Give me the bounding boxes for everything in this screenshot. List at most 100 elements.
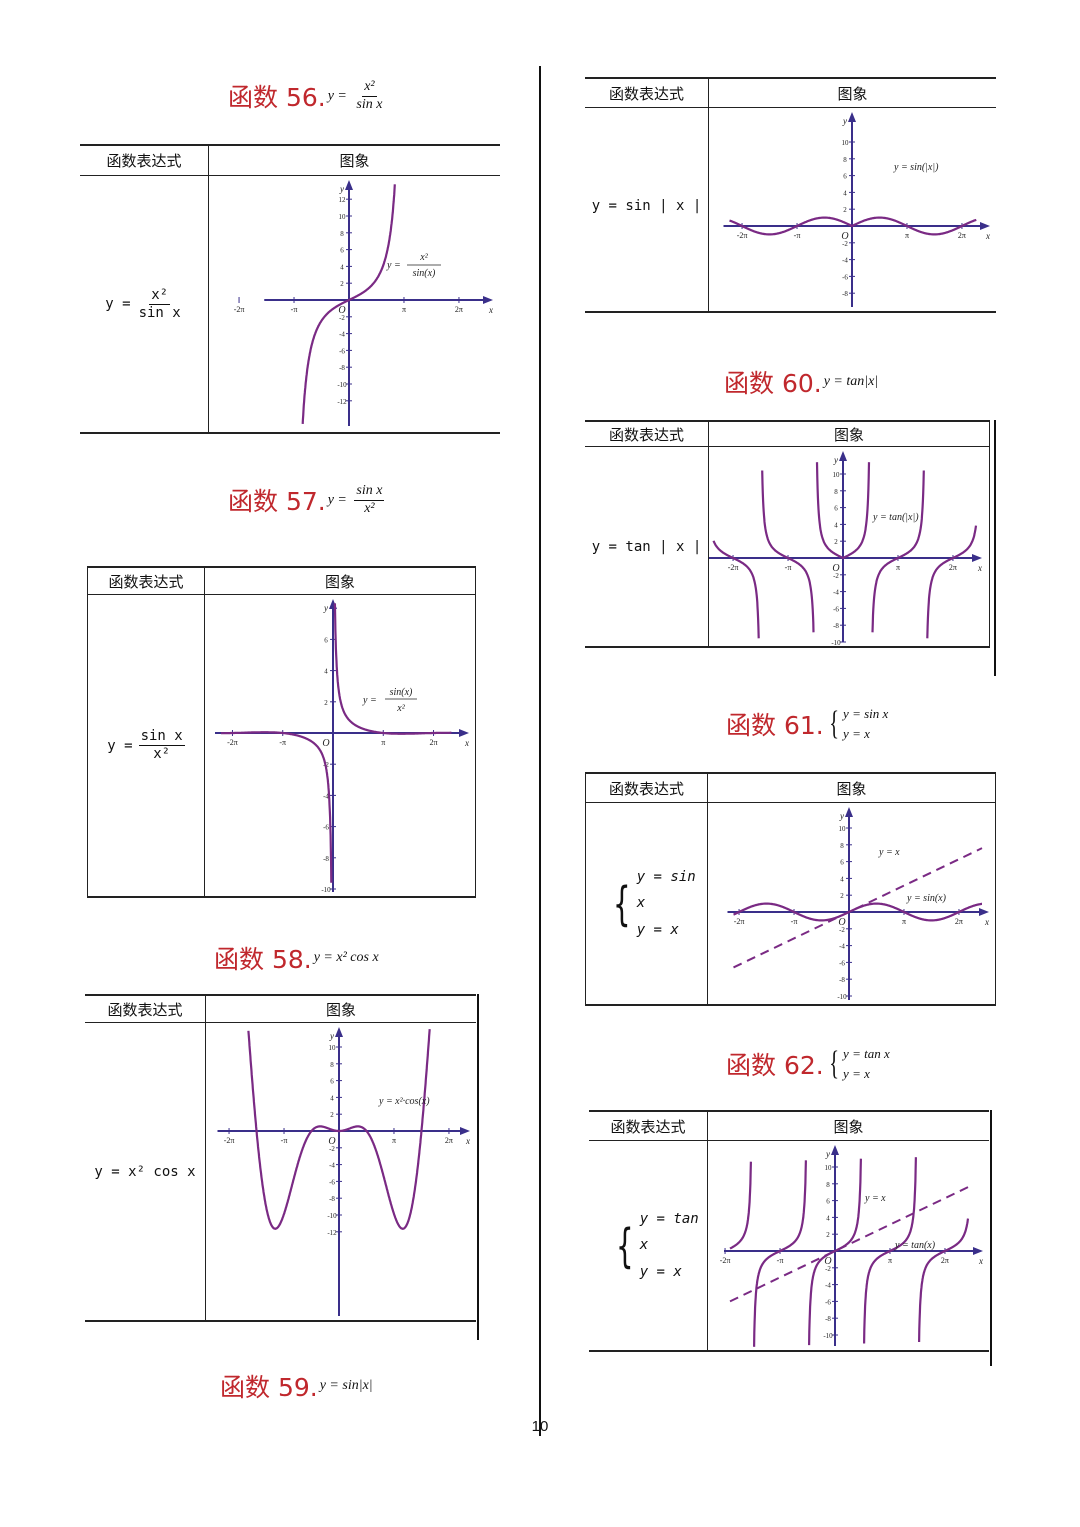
origin-label: O bbox=[322, 738, 329, 749]
curve-label: y = bbox=[386, 260, 401, 271]
y-tick-label: 6 bbox=[834, 505, 838, 513]
function-curve bbox=[247, 1029, 431, 1230]
x-axis-label: x bbox=[977, 563, 982, 573]
x-tick-label: -2π bbox=[227, 738, 238, 747]
y-tick-label: -10 bbox=[327, 1212, 337, 1220]
x-tick-label: 2π bbox=[955, 917, 963, 926]
y-tick-label: -4 bbox=[833, 589, 839, 597]
y-tick-label: 2 bbox=[843, 206, 847, 214]
y-tick-label: -6 bbox=[323, 824, 329, 832]
y-tick-label: 10 bbox=[339, 213, 347, 221]
y-tick-label: 2 bbox=[324, 699, 328, 707]
y-tick-label: -8 bbox=[839, 976, 845, 984]
x-tick-label: 2π bbox=[455, 305, 463, 314]
function-curve bbox=[729, 216, 977, 236]
y-tick-label: -8 bbox=[323, 855, 329, 863]
x-axis-arrow bbox=[460, 1127, 470, 1135]
x-tick-label: π bbox=[905, 231, 909, 240]
curve-label: y = bbox=[362, 695, 377, 706]
x-tick-label: π bbox=[402, 305, 406, 314]
y-tick-label: 10 bbox=[839, 825, 847, 833]
x-axis-label: x bbox=[985, 231, 990, 241]
y-tick-label: 10 bbox=[842, 139, 850, 147]
function-59-formula: y = sin|x| bbox=[319, 1378, 373, 1393]
header-expr: 函数表达式 bbox=[80, 146, 209, 175]
y-tick-label: -2 bbox=[825, 1265, 831, 1273]
x-tick-label: -2π bbox=[737, 231, 748, 240]
y-tick-label: -2 bbox=[842, 240, 848, 248]
y-tick-label: 2 bbox=[840, 892, 844, 900]
y-tick-label: 4 bbox=[324, 668, 328, 676]
y-tick-label: 2 bbox=[834, 538, 838, 546]
y-tick-label: 4 bbox=[826, 1214, 830, 1222]
x-tick-label: -2π bbox=[720, 1256, 731, 1265]
y-tick-label: -10 bbox=[837, 993, 847, 1001]
x-tick-label: 2π bbox=[445, 1136, 453, 1145]
y-axis-arrow bbox=[335, 1027, 343, 1037]
curve-label-den: sin(x) bbox=[413, 268, 436, 279]
y-tick-label: -4 bbox=[323, 792, 329, 800]
function-curve bbox=[733, 902, 982, 922]
y-tick-label: -8 bbox=[339, 364, 345, 372]
y-tick-label: -10 bbox=[337, 381, 347, 389]
y-axis-label: y bbox=[329, 1031, 334, 1041]
y-axis-arrow bbox=[831, 1145, 839, 1155]
y-tick-label: -6 bbox=[842, 273, 848, 281]
origin-label: O bbox=[832, 563, 839, 574]
x-tick-label: -π bbox=[777, 1256, 784, 1265]
y-tick-label: 6 bbox=[324, 636, 328, 644]
y-tick-label: -6 bbox=[825, 1298, 831, 1306]
y-tick-label: -10 bbox=[321, 886, 331, 894]
origin-label: O bbox=[338, 305, 345, 316]
y-tick-label: 6 bbox=[340, 247, 344, 255]
function-58-expression: y = x² cos x bbox=[85, 1023, 206, 1320]
x-tick-label: -π bbox=[785, 563, 792, 572]
x-tick-label: π bbox=[888, 1256, 892, 1265]
function-curve bbox=[221, 603, 452, 883]
y-tick-label: -4 bbox=[842, 257, 848, 265]
page-number: 10 bbox=[531, 1418, 549, 1435]
y-tick-label: -4 bbox=[339, 331, 345, 339]
x-axis-label: x bbox=[465, 1136, 470, 1146]
x-tick-label: π bbox=[896, 563, 900, 572]
y-axis-label: y bbox=[842, 116, 847, 126]
curve-label-num: sin(x) bbox=[390, 687, 413, 698]
y-tick-label: -8 bbox=[842, 290, 848, 298]
y-tick-label: 2 bbox=[340, 280, 344, 288]
x-axis-label: x bbox=[984, 917, 989, 927]
x-axis-label: x bbox=[464, 738, 469, 748]
y-tick-label: 10 bbox=[825, 1164, 833, 1172]
y-axis-label: y bbox=[825, 1149, 830, 1159]
y-tick-label: -2 bbox=[839, 926, 845, 934]
y-tick-label: 8 bbox=[834, 488, 838, 496]
origin-label: O bbox=[824, 1256, 831, 1267]
y-tick-label: -4 bbox=[825, 1282, 831, 1290]
function-60-label: 函数 60. bbox=[724, 369, 822, 398]
y-tick-label: -2 bbox=[329, 1145, 335, 1153]
x-axis-arrow bbox=[980, 222, 990, 230]
function-58-formula: y = x² cos x bbox=[313, 950, 379, 965]
y-tick-label: 4 bbox=[340, 263, 344, 271]
x-tick-label: 2π bbox=[949, 563, 957, 572]
function-59-expression: y = sin | x | bbox=[585, 108, 709, 311]
y-tick-label: 12 bbox=[339, 196, 347, 204]
x-tick-label: 2π bbox=[941, 1256, 949, 1265]
y-axis-label: y bbox=[339, 184, 344, 194]
table-header: 函数表达式 图象 bbox=[80, 146, 500, 176]
y-axis-label: y bbox=[839, 811, 844, 821]
y-tick-label: 4 bbox=[330, 1094, 334, 1102]
y-tick-label: 8 bbox=[826, 1181, 830, 1189]
y-tick-label: 4 bbox=[834, 521, 838, 529]
y-tick-label: -8 bbox=[825, 1315, 831, 1323]
y-axis-label: y bbox=[323, 603, 328, 613]
